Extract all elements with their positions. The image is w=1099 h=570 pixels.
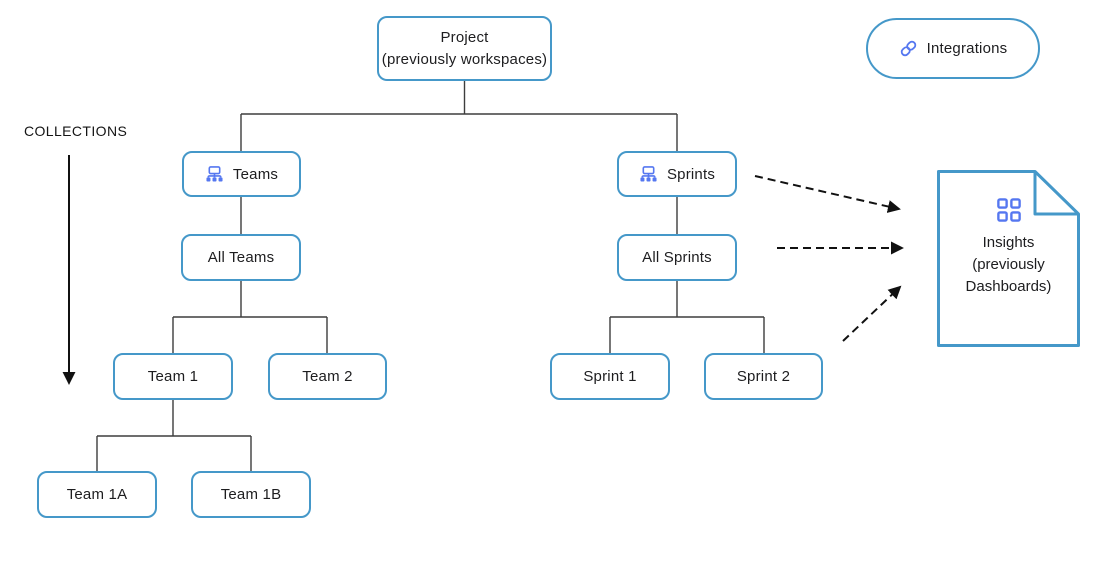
node-sprint-2: Sprint 2 xyxy=(704,353,823,400)
node-all-teams-label: All Teams xyxy=(207,249,275,266)
node-team-1b-label: Team 1B xyxy=(220,486,282,503)
node-project-label: Project (previously workspaces) xyxy=(381,28,548,68)
node-team-1b: Team 1B xyxy=(191,471,311,518)
arrow-sprints-to-insights xyxy=(754,175,901,213)
node-team-1a-label: Team 1A xyxy=(66,486,128,503)
org-hierarchy-icon xyxy=(205,165,224,183)
node-sprints-label: Sprints xyxy=(666,165,716,183)
org-hierarchy-icon xyxy=(639,165,658,183)
node-insights-label: Insights (previously Dashboards) xyxy=(965,234,1052,295)
link-icon xyxy=(899,39,918,58)
node-team-1-label: Team 1 xyxy=(147,368,199,385)
node-all-sprints-label: All Sprints xyxy=(642,249,712,266)
node-sprint-1-label: Sprint 1 xyxy=(583,368,637,385)
grid-icon xyxy=(996,197,1022,223)
node-insights: Insights (previously Dashboards) xyxy=(937,170,1080,347)
node-team-1: Team 1 xyxy=(113,353,233,400)
node-sprint-1: Sprint 1 xyxy=(550,353,670,400)
node-all-teams: All Teams xyxy=(181,234,301,281)
dashed-arrows xyxy=(754,175,904,342)
node-all-sprints: All Sprints xyxy=(617,234,737,281)
node-team-2-label: Team 2 xyxy=(302,368,353,385)
node-teams: Teams xyxy=(182,151,301,197)
arrow-sprint2-to-insights xyxy=(842,285,902,342)
collections-label: COLLECTIONS xyxy=(24,123,128,139)
node-sprint-2-label: Sprint 2 xyxy=(736,368,791,385)
node-sprints: Sprints xyxy=(617,151,737,197)
node-integrations-label: Integrations xyxy=(926,40,1008,57)
node-project: Project (previously workspaces) xyxy=(377,16,552,81)
node-teams-label: Teams xyxy=(232,165,279,183)
node-integrations: Integrations xyxy=(866,18,1040,79)
node-team-2: Team 2 xyxy=(268,353,387,400)
node-team-1a: Team 1A xyxy=(37,471,157,518)
